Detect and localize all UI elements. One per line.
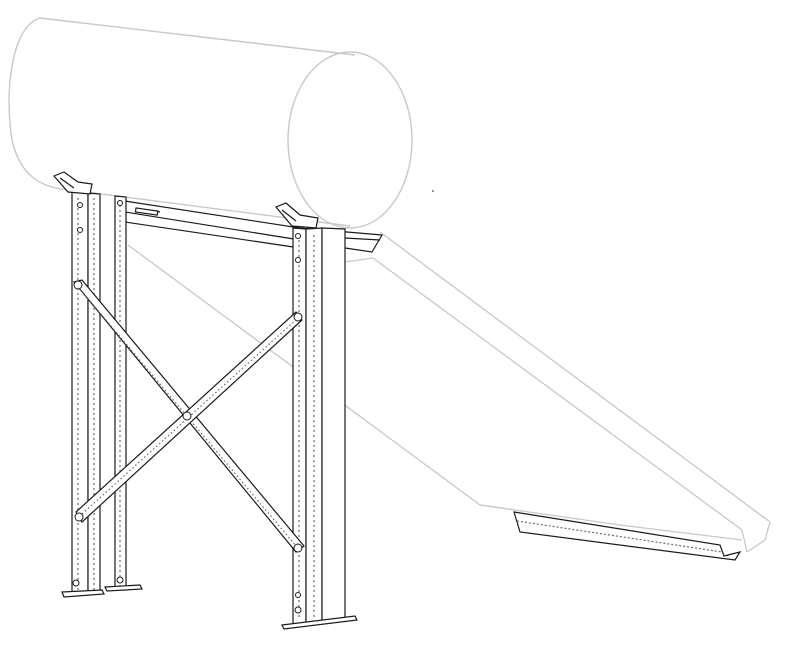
foot-plate (61, 584, 358, 630)
stray-mark (432, 190, 434, 192)
bottom-rail (513, 511, 742, 561)
support-frame (71, 191, 384, 627)
tank-cylinder (8, 17, 413, 229)
tank-saddle-bracket (52, 171, 319, 229)
bolt (72, 200, 303, 614)
solar-collector-panel (127, 231, 771, 553)
